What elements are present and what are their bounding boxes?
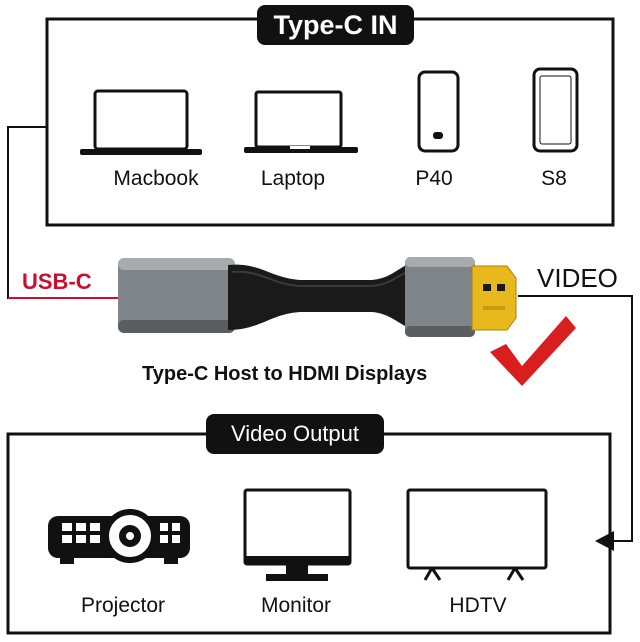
adapter-caption: Type-C Host to HDMI Displays — [142, 363, 428, 385]
laptop-icon — [244, 90, 358, 153]
phone-icon — [417, 70, 460, 153]
device-label-macbook: Macbook — [113, 167, 199, 190]
video-connector-line — [518, 295, 633, 542]
projector-icon — [48, 509, 190, 564]
smartphone-icon — [532, 67, 579, 153]
monitor-icon — [243, 488, 352, 581]
device-label-hdtv: HDTV — [449, 594, 507, 617]
macbook-icon — [80, 89, 202, 155]
adapter-image — [118, 257, 517, 337]
device-label-s8: S8 — [541, 167, 567, 190]
usb-c-label: USB-C — [22, 269, 92, 294]
tv-icon — [406, 488, 548, 581]
arrow-left-icon — [595, 531, 614, 551]
device-label-p40: P40 — [415, 167, 453, 190]
device-label-projector: Projector — [80, 594, 166, 617]
top-section-title: Type-C IN — [257, 5, 414, 45]
bottom-section-title: Video Output — [206, 414, 384, 454]
device-label-monitor: Monitor — [260, 594, 332, 617]
video-label: VIDEO — [537, 263, 618, 293]
device-label-laptop: Laptop — [260, 167, 326, 190]
check-mark-icon — [490, 316, 576, 386]
